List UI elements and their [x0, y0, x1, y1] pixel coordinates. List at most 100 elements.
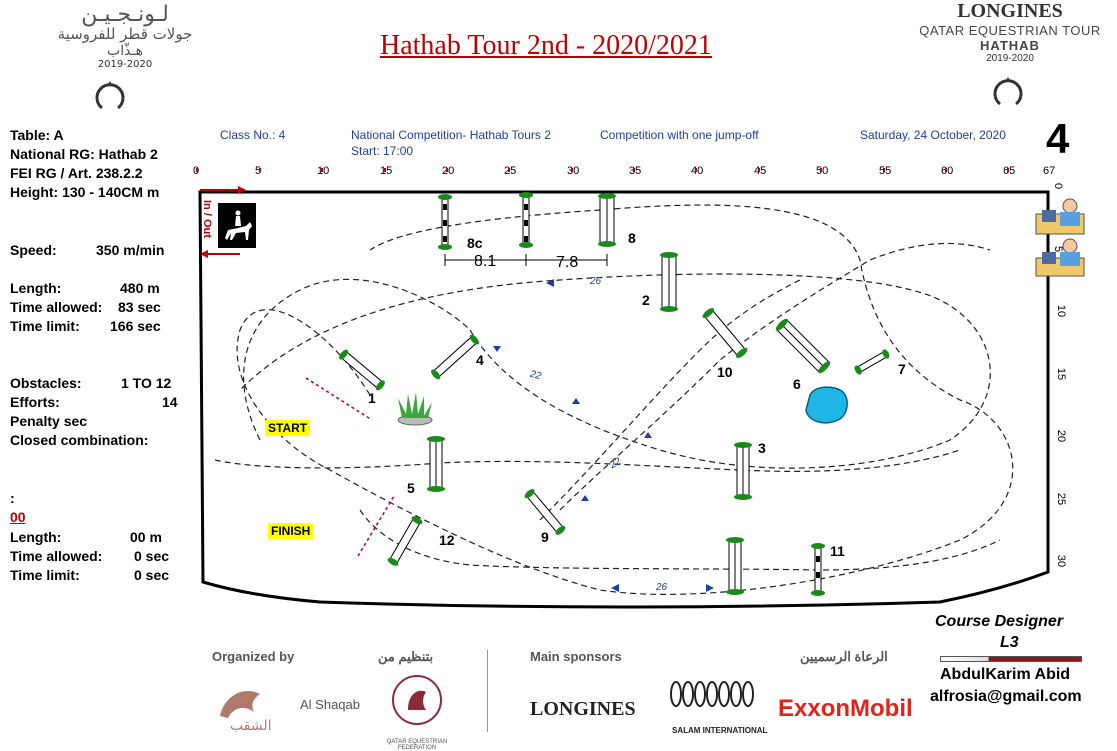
- page-title: Hathab Tour 2nd - 2020/2021: [380, 30, 712, 61]
- diagonal-obstacles: [339, 308, 890, 566]
- stride-count-4: 26: [656, 582, 668, 593]
- obstacle-9: [524, 489, 566, 535]
- ruler-top-label: 10: [317, 165, 330, 177]
- left-logo-horseshoe-icon: [95, 81, 125, 110]
- ruler-top-label: 40: [691, 165, 704, 177]
- ruler-top-label: 65: [1003, 165, 1016, 177]
- course-designer-name: AbdulKarim Abid: [940, 666, 1071, 683]
- left-logo: لـونـجـيـن جولات قطر للفروسية هـذّاب 201…: [15, 2, 235, 70]
- ruler-top-label: 35: [629, 165, 642, 177]
- ruler-top-label: 5: [255, 165, 262, 177]
- organized-by-arabic: بتنظيم من: [378, 649, 434, 664]
- length-label: Length:: [10, 280, 62, 296]
- in-out-arrows: [200, 186, 246, 258]
- jumpoff-time-limit-value: 0 sec: [134, 567, 170, 583]
- start-label: START: [265, 420, 311, 436]
- obstacle-label-1: 1: [368, 390, 376, 406]
- height: Height: 130 - 140CM m: [10, 184, 160, 200]
- ruler-top-label: 30: [567, 165, 580, 177]
- time-allowed-value: 83 sec: [118, 299, 161, 315]
- jumpoff-time-limit-label: Time limit:: [10, 567, 80, 583]
- obstacle-11a: [726, 537, 744, 595]
- ruler-top-label: 15: [380, 165, 393, 177]
- obstacle-label-12: 12: [439, 532, 455, 548]
- length-value: 480 m: [120, 280, 160, 296]
- distance-bracket: [444, 254, 608, 266]
- obstacle-label-8c: 8c: [467, 235, 483, 251]
- time-limit-value: 166 sec: [110, 318, 161, 334]
- ruler-top-label: 25: [504, 165, 517, 177]
- obstacle-5: [427, 436, 445, 492]
- obstacle-label-5: 5: [407, 480, 415, 496]
- right-logo-horseshoe-icon: [993, 77, 1023, 106]
- stride-arrows: [493, 279, 714, 592]
- competition-name: National Competition- Hathab Tours 2: [351, 128, 551, 142]
- obstacles-value: 1 TO 12: [121, 375, 172, 391]
- left-logo-arabic-brand: لـونـجـيـن: [81, 2, 169, 27]
- ruler-top-label: 20: [442, 165, 455, 177]
- table-type: Table: A: [10, 127, 64, 143]
- designer-bar: [940, 656, 1082, 662]
- competition-type: Competition with one jump-off: [600, 128, 759, 142]
- closed-combination-label: Closed combination:: [10, 432, 149, 448]
- obstacle-10: [702, 308, 748, 358]
- obstacle-2: [660, 252, 678, 312]
- penalty-label: Penalty sec: [10, 413, 88, 429]
- judges-icon: [1035, 198, 1085, 277]
- obstacle-1: [339, 349, 385, 391]
- class-number: Class No.: 4: [220, 128, 286, 142]
- footer-divider: [487, 650, 488, 732]
- left-logo-arabic-tour: جولات قطر للفروسية: [57, 25, 193, 43]
- finish-line: [357, 495, 395, 557]
- speed-label: Speed:: [10, 242, 57, 258]
- national-rg: National RG: Hathab 2: [10, 146, 158, 162]
- course-route: [214, 204, 1014, 595]
- obstacle-label-10: 10: [717, 364, 733, 380]
- ruler-top-label: 50: [816, 165, 829, 177]
- main-sponsors-arabic: الرعاة الرسميين: [800, 649, 888, 664]
- water-obstacle: [805, 386, 848, 424]
- time-allowed-label: Time allowed:: [10, 299, 103, 315]
- fei-rg: FEI RG / Art. 238.2.2: [10, 165, 143, 181]
- left-logo-year: 2019-2020: [97, 59, 153, 70]
- right-logo-name: HATHAB: [980, 38, 1040, 53]
- jumpoff-colon: :: [10, 490, 15, 506]
- obstacles-label: Obstacles:: [10, 375, 82, 391]
- jumpoff-code: 00: [10, 509, 26, 525]
- al-shaqab-name: Al Shaqab: [300, 697, 360, 712]
- salam-logo: [666, 676, 756, 717]
- obstacle-label-4: 4: [476, 352, 484, 368]
- stride-count-1: 26: [590, 276, 602, 287]
- arena-outline: [198, 190, 1050, 609]
- start-line: [305, 377, 373, 421]
- speed-value: 350 m/min: [96, 242, 165, 258]
- salam-name: SALAM INTERNATIONAL: [672, 726, 768, 735]
- right-logo-tour: QATAR EQUESTRIAN TOUR: [919, 23, 1101, 38]
- obstacle-11: [811, 543, 825, 596]
- obstacle-label-6: 6: [793, 376, 801, 392]
- jumpoff-length-value: 00 m: [130, 529, 162, 545]
- grass-decoration: [397, 392, 433, 426]
- obstacle-6: [775, 318, 831, 374]
- obstacle-label-3: 3: [758, 440, 766, 456]
- horse-rider-icon: [218, 203, 256, 248]
- obstacle-label-7: 7: [898, 361, 906, 377]
- distance-8c: 8.1: [474, 253, 497, 270]
- obstacle-label-8: 8: [628, 230, 636, 246]
- obstacle-7: [854, 349, 890, 375]
- right-logo-brand: LONGINES: [957, 0, 1063, 22]
- competition-date: Saturday, 24 October, 2020: [860, 128, 1006, 142]
- time-limit-label: Time limit:: [10, 318, 80, 334]
- efforts-value: 14: [162, 394, 178, 410]
- obstacle-8b: [519, 192, 533, 248]
- qef-logo: QATAR EQUESTRIAN FEDERATION: [372, 672, 462, 751]
- left-logo-arabic-name: هـذّاب: [107, 43, 143, 59]
- obstacle-label-2: 2: [642, 292, 650, 308]
- jumpoff-length-label: Length:: [10, 529, 62, 545]
- organized-by-label: Organized by: [212, 649, 295, 664]
- obstacle-8c: [438, 194, 452, 250]
- obstacle-poles: [427, 192, 825, 596]
- course-designer-email: alfrosia@gmail.com: [930, 688, 1082, 705]
- ruler-top-label: 67: [1043, 165, 1056, 177]
- obstacle-label-11: 11: [830, 543, 845, 559]
